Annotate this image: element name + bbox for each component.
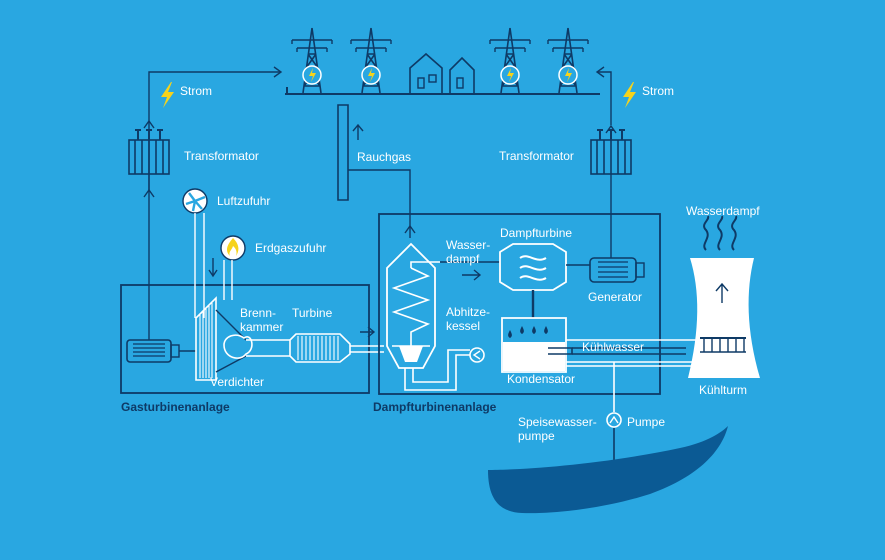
- pump-icon: [469, 347, 485, 363]
- dampfturbinenanlage-label: Dampfturbinenanlage: [373, 400, 497, 414]
- pumpe-label: Pumpe: [627, 415, 666, 429]
- power-grid: [285, 27, 600, 95]
- combustion-chamber: [223, 334, 253, 359]
- speisewasserpumpe-line-1: Speisewasser-: [518, 415, 597, 429]
- gas-turbine: [246, 333, 384, 363]
- house-icon: [449, 56, 475, 94]
- lightning-icon: [623, 82, 636, 108]
- compressor: [195, 296, 247, 381]
- rauchgas-label: Rauchgas: [357, 150, 412, 164]
- wasserdampf-line-2: dampf: [446, 252, 480, 266]
- gasturbinenanlage-box: [120, 284, 370, 394]
- steam-turbine: [499, 243, 590, 318]
- generator-left: [126, 339, 196, 363]
- verdichter-label: Verdichter: [210, 375, 265, 389]
- cooling-tower: [688, 215, 760, 378]
- power-pylon-icon: [291, 27, 333, 94]
- strom-left-label: Strom: [180, 84, 213, 98]
- lightning-icon: [161, 82, 174, 108]
- erdgaszufuhr-label: Erdgaszufuhr: [255, 241, 327, 255]
- speisewasserpumpe-line-2: pumpe: [518, 429, 555, 443]
- gasturbinenanlage-label: Gasturbinenanlage: [121, 400, 230, 414]
- generator-right: [589, 257, 645, 283]
- heat-recovery-boiler: [386, 242, 500, 391]
- brennkammer-line-1: Brenn-: [240, 306, 277, 320]
- pump-icon: [606, 412, 622, 428]
- transformer-icon: [590, 129, 632, 175]
- power-pylon-icon: [489, 27, 531, 94]
- chimney: [337, 104, 416, 238]
- wasserdampf-label: Wasser- dampf: [446, 238, 490, 266]
- dampfturbine-label: Dampfturbine: [500, 226, 573, 240]
- generator-label: Generator: [588, 290, 643, 304]
- transformer-icon: [128, 129, 170, 175]
- dampfturbinenanlage-box: [378, 213, 661, 395]
- turbine-label: Turbine: [292, 306, 333, 320]
- flame-icon: [220, 235, 246, 261]
- river: [488, 426, 728, 514]
- transformator-right-label: Transformator: [499, 149, 574, 163]
- kuehlwasser-label: Kühlwasser: [582, 340, 645, 354]
- strom-right-label: Strom: [642, 84, 675, 98]
- wasserdampf-line-1: Wasser-: [446, 238, 491, 252]
- house-icon: [409, 52, 443, 94]
- kondensator-label: Kondensator: [507, 372, 576, 386]
- speisewasserpumpe-label: Speisewasser- pumpe: [518, 415, 597, 443]
- power-pylon-icon: [350, 27, 392, 94]
- wasserdampf-top-label: Wasserdampf: [686, 204, 760, 218]
- abhitzekessel-label: Abhitze- kessel: [446, 305, 490, 333]
- kuehlturm-label: Kühlturm: [699, 383, 748, 397]
- abhitzekessel-line-2: kessel: [446, 319, 481, 333]
- condenser: [501, 317, 573, 373]
- power-pylon-icon: [547, 27, 589, 94]
- brennkammer-label: Brenn- kammer: [240, 306, 283, 334]
- abhitzekessel-line-1: Abhitze-: [446, 305, 491, 319]
- brennkammer-line-2: kammer: [240, 320, 284, 334]
- fan-icon: [182, 188, 208, 214]
- luftzufuhr-label: Luftzufuhr: [217, 194, 271, 208]
- transformator-left-label: Transformator: [184, 149, 259, 163]
